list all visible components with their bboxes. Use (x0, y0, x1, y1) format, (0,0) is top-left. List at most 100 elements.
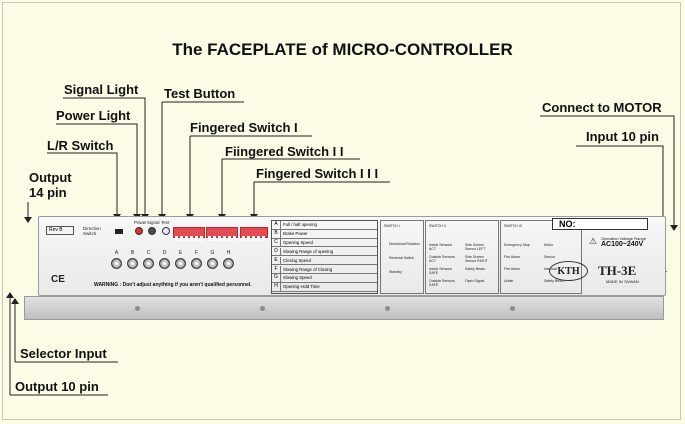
adjust-knob[interactable] (159, 258, 170, 269)
serial-number-box: NO: (552, 218, 648, 230)
switch-item: Emergency Stop (504, 243, 530, 247)
warning-text: WARNING : Don't adjust anything if you a… (94, 282, 252, 288)
fingered-switch-3[interactable] (240, 227, 268, 241)
switch-2-title: SWITCH II (429, 224, 446, 228)
switch-item: Fire Alarm (504, 255, 520, 259)
output-10-arrow (6, 292, 14, 298)
direction-switch-label: Direction Switch (83, 226, 101, 236)
settings-text: Opening Hold Time (283, 284, 320, 290)
switch-item: Outside Sensors ACT (429, 255, 455, 263)
rail-hole (510, 306, 515, 311)
power-led-label: Power (134, 220, 147, 225)
settings-text: Full / half opening (283, 222, 317, 227)
knob-label: C (146, 250, 151, 256)
signal-light (148, 227, 156, 235)
fingered-switch-2[interactable] (206, 227, 238, 241)
switch-1-item: Reversal Switch (389, 256, 415, 260)
settings-key: C (272, 238, 281, 247)
signal-led-label: Signal (147, 220, 160, 225)
mounting-rail (24, 296, 664, 320)
selector-input-leader (14, 302, 118, 363)
rail-hole (260, 306, 265, 311)
power-light-label: Power Light (56, 108, 131, 123)
lr-switch[interactable] (115, 229, 123, 234)
knob-label: E (178, 250, 183, 256)
connect-motor-label: Connect to MOTOR (542, 100, 662, 115)
rail-hole (385, 306, 390, 311)
knob-label: D (162, 250, 167, 256)
selector-input-arrow (11, 298, 19, 304)
selector-input-label: Selector Input (20, 346, 107, 361)
knob-label: A (114, 250, 119, 256)
test-button[interactable] (162, 227, 170, 235)
signal-light-leader (63, 97, 146, 215)
output-10-pin-label: Output 10 pin (15, 379, 99, 394)
settings-key: F (272, 265, 281, 274)
connect-motor-leader (540, 115, 675, 226)
switch-1-title: SWITCH I (384, 224, 400, 228)
knob-label: H (226, 250, 231, 256)
switch-item: Outside Sensors SAFE (429, 279, 455, 287)
signal-light-label: Signal Light (64, 82, 139, 97)
power-light-leader (56, 123, 138, 215)
settings-text: Slowing Range of Closing (283, 266, 333, 272)
fingered-switch-1-label: Fingered Switch I (190, 120, 298, 135)
output-14-pin-label: Output 14 pin (29, 170, 72, 200)
input-10-pin-label: Input 10 pin (586, 129, 659, 144)
connect-motor-arrow (670, 225, 678, 231)
fingered-switch-1[interactable] (173, 227, 205, 241)
knob-label: G (210, 250, 215, 256)
adjust-knob[interactable] (143, 258, 154, 269)
switch-3-title: SWITCH III (504, 224, 522, 228)
settings-key: B (272, 229, 281, 238)
model-name: TH-3E (598, 263, 637, 278)
switch-1-item: Directional Rotation (389, 242, 420, 246)
fingered-switch-2-label: Fiingered Switch I I (225, 144, 344, 159)
knob-label: F (194, 250, 199, 256)
settings-text: Closing Speed (283, 257, 311, 263)
adjust-knob[interactable] (223, 258, 234, 269)
adjust-knob[interactable] (175, 258, 186, 269)
made-in-label: MADE IN TAIWAN (606, 279, 639, 284)
adjust-knob[interactable] (111, 258, 122, 269)
settings-text: Slowing Range of opening (283, 248, 334, 254)
settings-text: Opening Speed (283, 239, 313, 245)
ce-mark: CE (51, 274, 65, 285)
switch-item: Sensor (544, 255, 556, 259)
switch-item: Inside Sensors SAFE (429, 267, 453, 275)
settings-text: Brake Power (283, 230, 308, 236)
settings-text: Slowing Speed (283, 275, 312, 281)
switch-1-panel: SWITCH I Directional Rotation Reversal S… (380, 220, 424, 294)
switch-item: Safety Beam (465, 267, 486, 271)
lr-switch-label: L/R Switch (47, 138, 114, 153)
kth-logo: KTH (549, 261, 588, 281)
settings-key: H (272, 283, 281, 291)
diagram-title: The FACEPLATE of MICRO-CONTROLLER (172, 40, 513, 59)
switch-item: Fire Alarm (504, 267, 520, 271)
rail-hole (135, 306, 140, 311)
switch-item: Motor (544, 243, 553, 247)
lr-switch-leader (47, 152, 118, 215)
adjust-knob[interactable] (127, 258, 138, 269)
settings-key: A (272, 221, 281, 229)
switch-item: Side Screen Sensor RIGHT (465, 255, 488, 263)
output-10-leader (9, 296, 108, 396)
fingered-switch-3-label: Fingered Switch I I I (256, 166, 379, 181)
switch-item: Open Signal (465, 279, 485, 283)
switch-item: Side Screen Sensor LEFT (465, 243, 486, 251)
settings-key: E (272, 256, 281, 265)
adjust-knob[interactable] (207, 258, 218, 269)
voltage-range-label: Operation Voltage Range (601, 236, 646, 241)
adjust-knob[interactable] (191, 258, 202, 269)
switch-item: Safety Beam (544, 279, 565, 283)
settings-key: D (272, 247, 281, 256)
